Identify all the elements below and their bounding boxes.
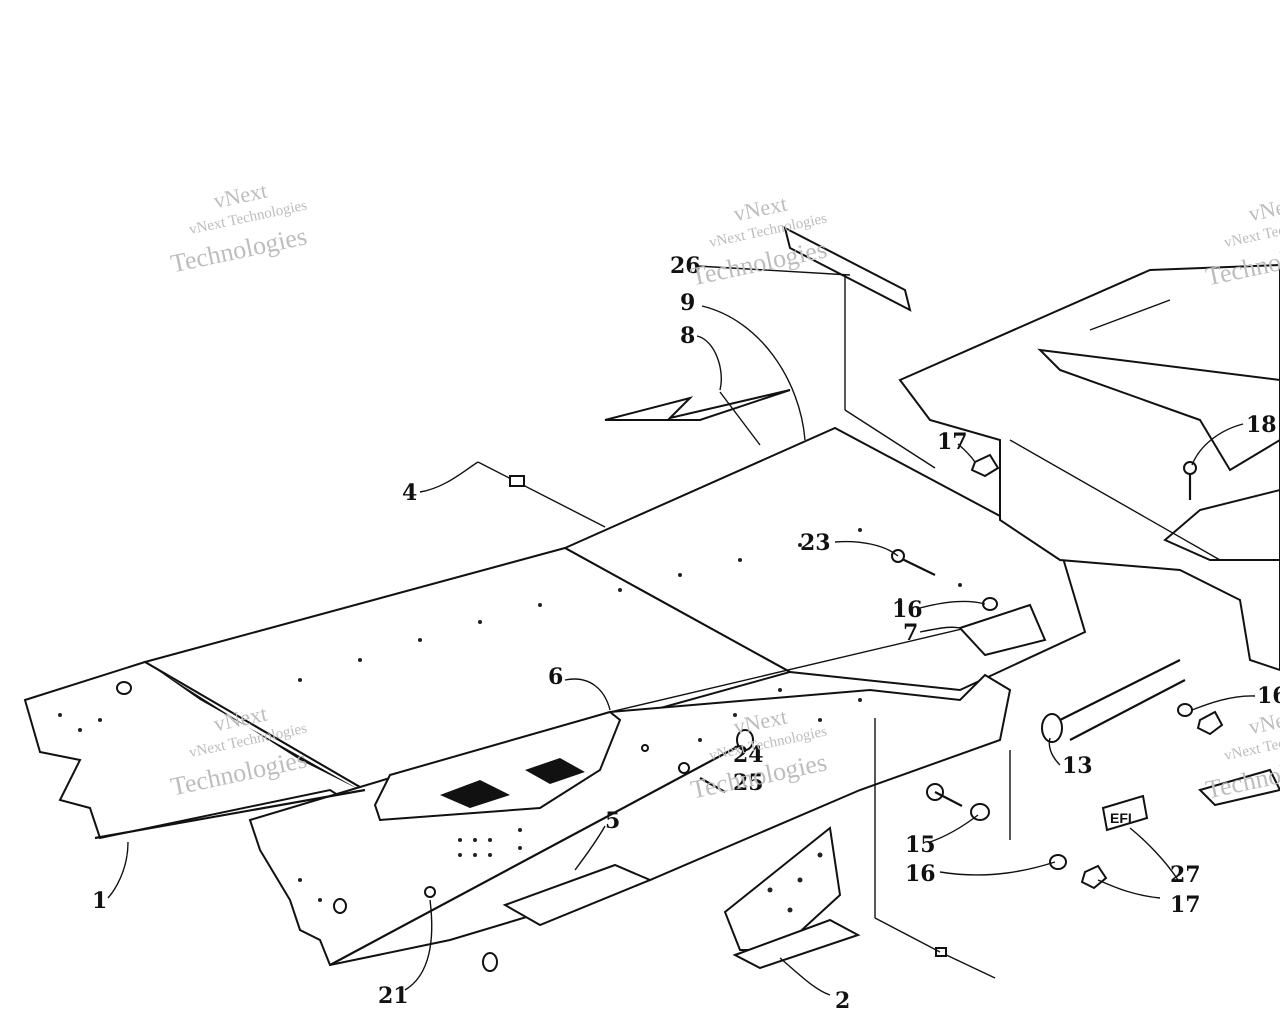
tunnel-assembly xyxy=(23,426,1087,972)
axle-bar xyxy=(1041,659,1186,743)
callout-16-b: 16 xyxy=(905,861,936,887)
strip-8 xyxy=(604,389,791,421)
watermark-1: vNext vNext Technologies Technologies xyxy=(168,178,309,279)
efi-badge-text: EFI xyxy=(1110,810,1132,826)
callout-9: 9 xyxy=(680,290,695,316)
callout-8: 8 xyxy=(680,323,695,349)
callout-21: 21 xyxy=(378,983,409,1009)
rear-housing xyxy=(898,263,1280,672)
tunnel-side-panel xyxy=(248,673,1012,967)
strip-26 xyxy=(783,226,912,312)
callout-15: 15 xyxy=(905,832,936,858)
callout-1: 1 xyxy=(92,888,107,914)
callout-26: 26 xyxy=(670,253,701,279)
access-plate xyxy=(502,863,653,927)
callout-24: 24 xyxy=(733,742,764,768)
leader-lines xyxy=(107,265,1256,996)
callout-23: 23 xyxy=(800,530,831,556)
callout-17-a: 17 xyxy=(937,429,968,455)
watermark-3: vNext vNext Technologies Technologies xyxy=(1203,191,1280,292)
callout-13: 13 xyxy=(1062,753,1093,779)
watermark-2: vNext vNext Technologies Technologies xyxy=(688,191,829,292)
rail-end-cap xyxy=(736,729,754,751)
callout-labels: 1 2 4 5 6 7 8 9 13 15 16 16 16 17 17 18 … xyxy=(92,253,1280,1014)
callout-18: 18 xyxy=(1246,412,1277,438)
callout-16-c: 16 xyxy=(1257,683,1280,709)
callout-5: 5 xyxy=(605,808,620,834)
callout-2: 2 xyxy=(835,988,850,1014)
svg-text:vNext: vNext xyxy=(1246,191,1280,227)
side-decal xyxy=(373,710,622,822)
fasteners xyxy=(424,453,1224,979)
rail-end-cap-2 xyxy=(482,952,498,972)
callout-4: 4 xyxy=(402,480,417,506)
mounting-bracket xyxy=(723,826,861,970)
callout-6: 6 xyxy=(548,664,563,690)
callout-17-b: 17 xyxy=(1170,892,1201,918)
efi-badge: EFI xyxy=(1101,794,1149,832)
rail-1 xyxy=(94,788,366,840)
rail-lower xyxy=(329,739,751,966)
callout-27: 27 xyxy=(1170,862,1201,888)
callout-7: 7 xyxy=(903,620,918,646)
rivet-holes xyxy=(58,528,962,902)
callout-16-a: 16 xyxy=(892,597,923,623)
watermark-6: vNext vNext Technologies Technologies xyxy=(1203,704,1280,805)
side-plate-right xyxy=(1198,768,1280,807)
callout-25: 25 xyxy=(733,770,764,796)
